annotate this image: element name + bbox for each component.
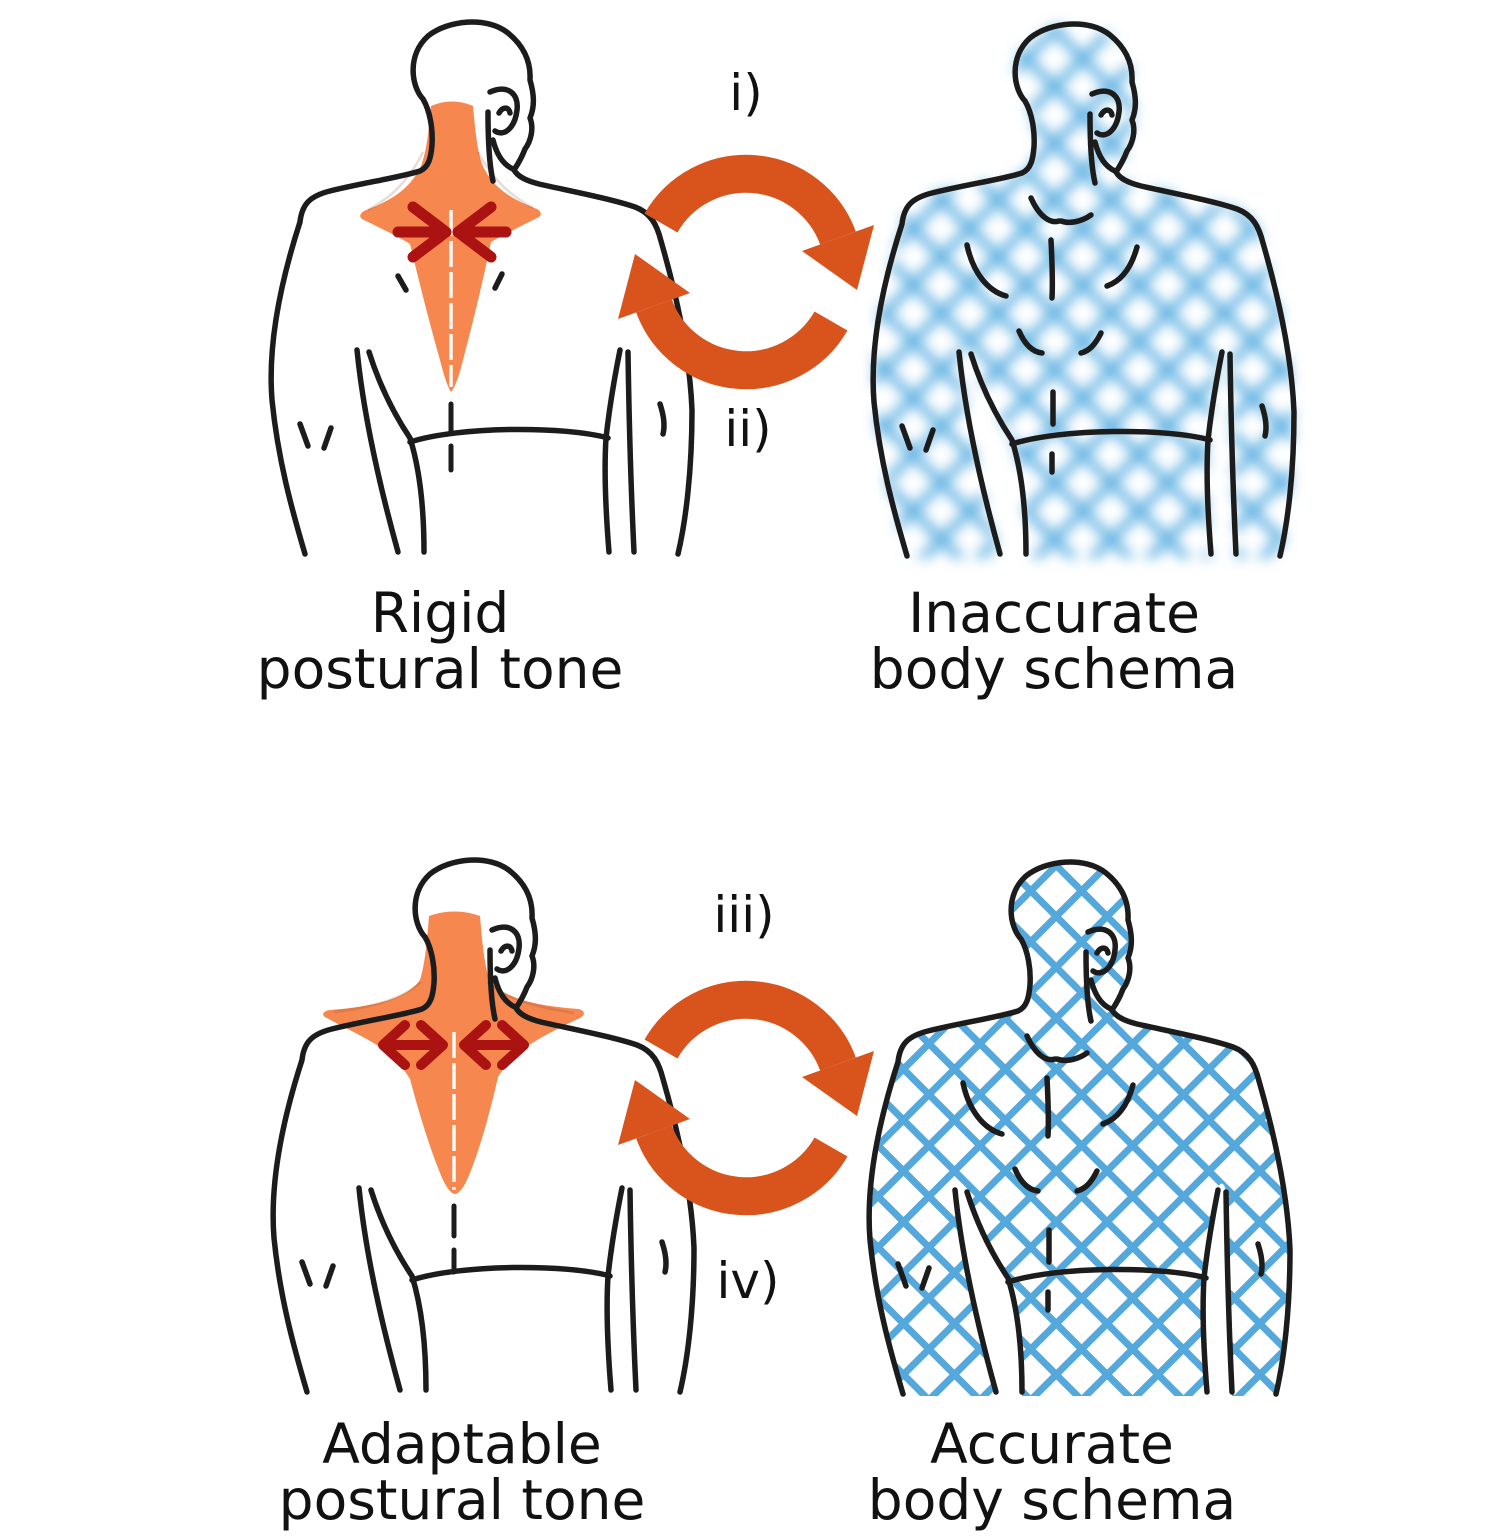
caption-rigid-postural-tone: Rigid postural tone: [256, 581, 624, 702]
converging-arrows-icon: [392, 201, 512, 263]
crisp-body-schema-hatch: [869, 861, 1290, 1396]
cycle-step-label-ii: ii): [724, 400, 772, 458]
inaccurate-body-schema-figure: [852, 7, 1322, 562]
circular-cycle-arrows-icon-bottom: [618, 1000, 874, 1196]
cycle-step-label-iii: iii): [713, 886, 775, 944]
caption-accurate-body-schema: Accurate body schema: [867, 1412, 1237, 1533]
double-headed-arrows-icon: [378, 1020, 529, 1070]
circular-cycle-arrows-icon-top: [618, 174, 874, 370]
adaptable-postural-tone-figure: [273, 860, 694, 1394]
rigid-postural-tone-figure: [271, 22, 692, 556]
cycle-step-label-iv: iv): [716, 1252, 780, 1310]
accurate-body-schema-figure: [848, 845, 1318, 1400]
caption-inaccurate-body-schema: Inaccurate body schema: [869, 581, 1239, 702]
cycle-step-label-i: i): [729, 64, 763, 122]
caption-adaptable-postural-tone: Adaptable postural tone: [278, 1412, 646, 1533]
blurred-body-schema-hatch: [873, 23, 1294, 558]
